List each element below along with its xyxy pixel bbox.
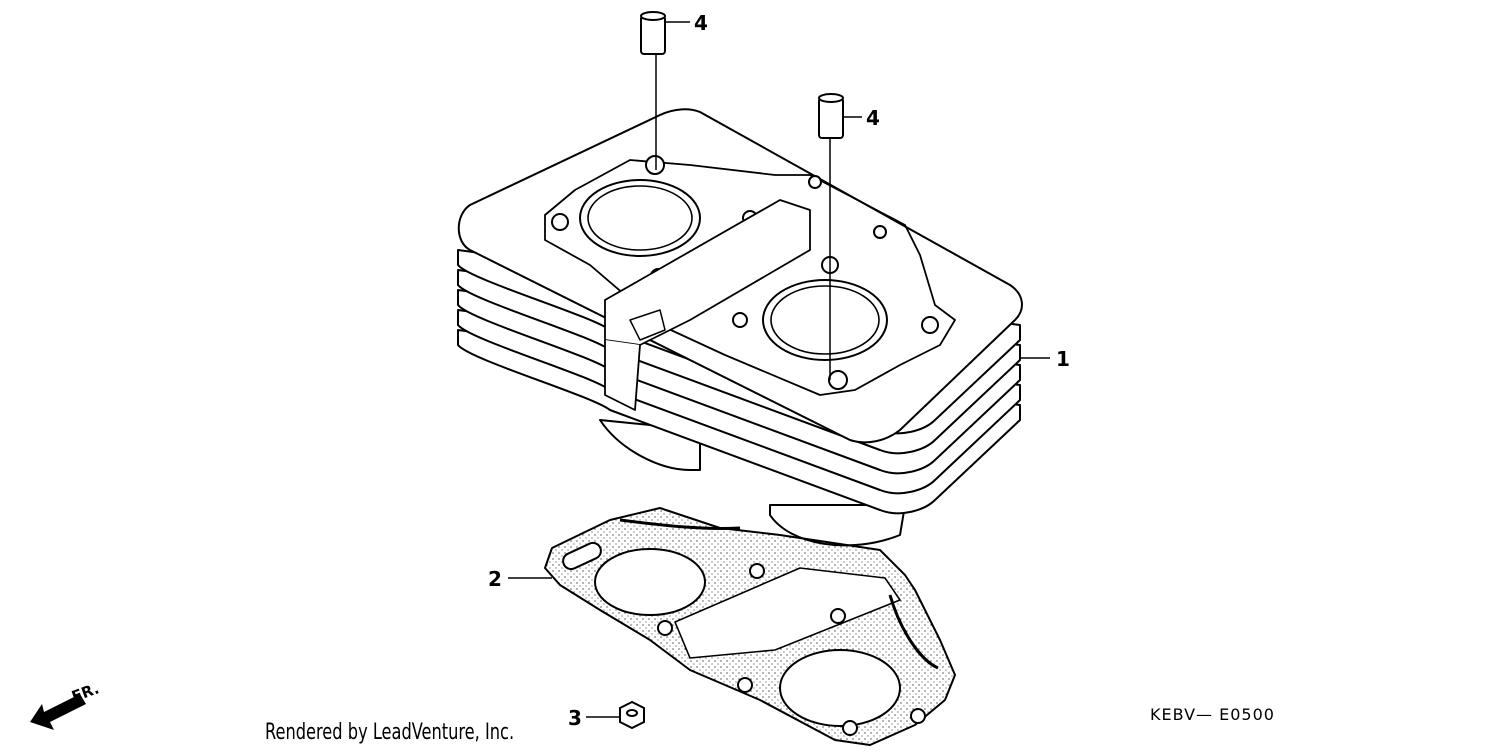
- cylinder: [457, 108, 1023, 547]
- diagram-part-code: KEBV— E0500: [1150, 705, 1275, 724]
- callout-3: 3: [568, 706, 582, 730]
- callout-4-right: 4: [866, 106, 880, 130]
- callout-2: 2: [488, 567, 502, 591]
- dowel-pin-right: [818, 93, 844, 380]
- callout-1: 1: [1056, 347, 1070, 371]
- callout-4-top: 4: [694, 11, 708, 35]
- front-direction-label: FR.: [69, 679, 101, 705]
- dowel-pin-left: [640, 11, 666, 170]
- leader-lines: [508, 21, 1050, 718]
- nut: [619, 700, 645, 730]
- render-credit: Rendered by LeadVenture, Inc.: [265, 720, 515, 745]
- front-direction-arrow-icon: FR.: [30, 679, 101, 730]
- base-gasket: [544, 507, 956, 746]
